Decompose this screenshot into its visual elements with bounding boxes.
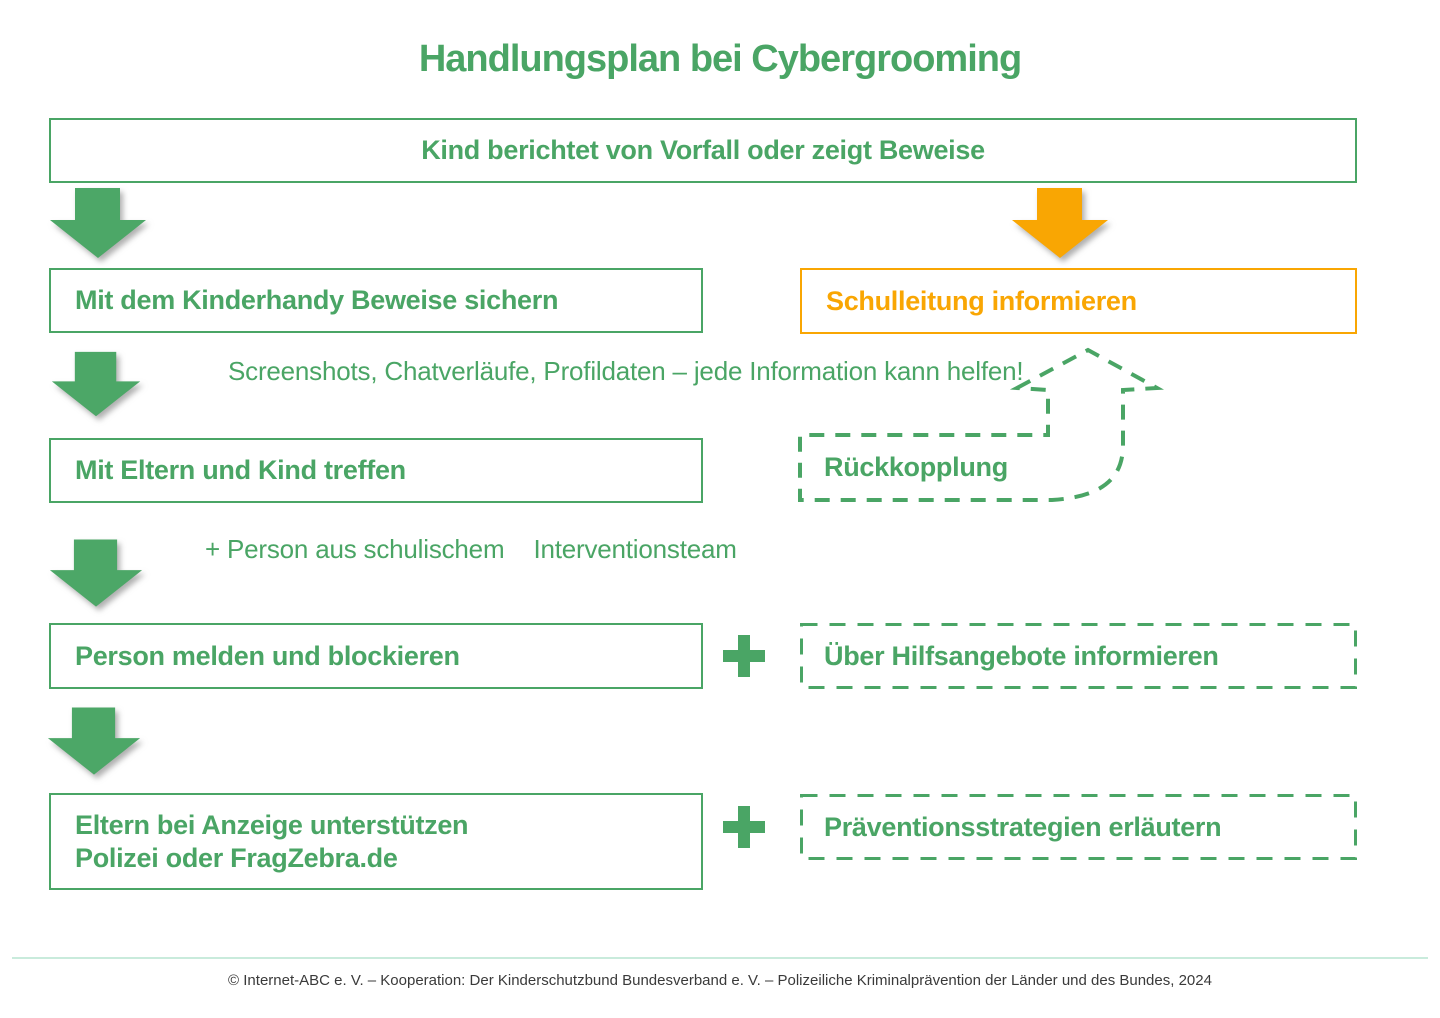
plus-icon [723,806,765,848]
page-title: Handlungsplan bei Cybergrooming [418,38,1022,80]
step-box-secure-evidence: Mit dem Kinderhandy Beweise sichern [49,268,703,333]
down-arrow-icon [51,351,141,417]
step-label: Eltern bei Anzeige unterstützen [75,809,469,840]
prevention-box: Präventionsstrategien erläutern [800,794,1357,860]
down-arrow-icon [50,188,146,258]
feedback-loop-box: Rückkopplung [824,452,1008,483]
start-box-label: Kind berichtet von Vorfall oder zeigt Be… [421,135,985,165]
plus-icon [723,635,765,677]
down-arrow-orange-icon [1012,188,1108,258]
step-label: Mit dem Kinderhandy Beweise sichern [75,285,559,315]
note-line: Interventionsteam [533,534,737,564]
step-box-support-parents: Eltern bei Anzeige unterstützen Polizei … [49,793,703,890]
down-arrow-icon [47,707,141,775]
note-intervention-team: + Person aus schulischem Interventionste… [205,533,737,566]
step-box-report-block: Person melden und blockieren [49,623,703,689]
footer-divider [12,957,1428,959]
step-label: Mit Eltern und Kind treffen [75,455,406,485]
footer-credit: © Internet-ABC e. V. – Kooperation: Der … [228,972,1212,989]
feedback-label: Rückkopplung [824,452,1008,482]
step-label: Polizei oder FragZebra.de [75,842,398,873]
down-arrow-icon [49,539,143,607]
school-box-label: Schulleitung informieren [826,285,1137,316]
note-screenshots: Screenshots, Chatverläufe, Profildaten –… [228,355,1024,388]
note-line: Screenshots, Chatverläufe, Profildaten – [228,356,687,386]
note-line: jede Information kann helfen! [693,356,1024,386]
step-box-meet-parents: Mit Eltern und Kind treffen [49,438,703,503]
help-offers-label: Über Hilfsangebote informieren [824,640,1219,671]
prevention-label: Präventionsstrategien erläutern [824,811,1222,842]
step-label: Person melden und blockieren [75,640,460,671]
start-box: Kind berichtet von Vorfall oder zeigt Be… [49,118,1357,183]
school-box: Schulleitung informieren [800,268,1357,334]
note-line: + Person aus schulischem [205,534,505,564]
help-offers-box: Über Hilfsangebote informieren [800,623,1357,689]
feedback-loop-arrow-icon [798,347,1165,502]
